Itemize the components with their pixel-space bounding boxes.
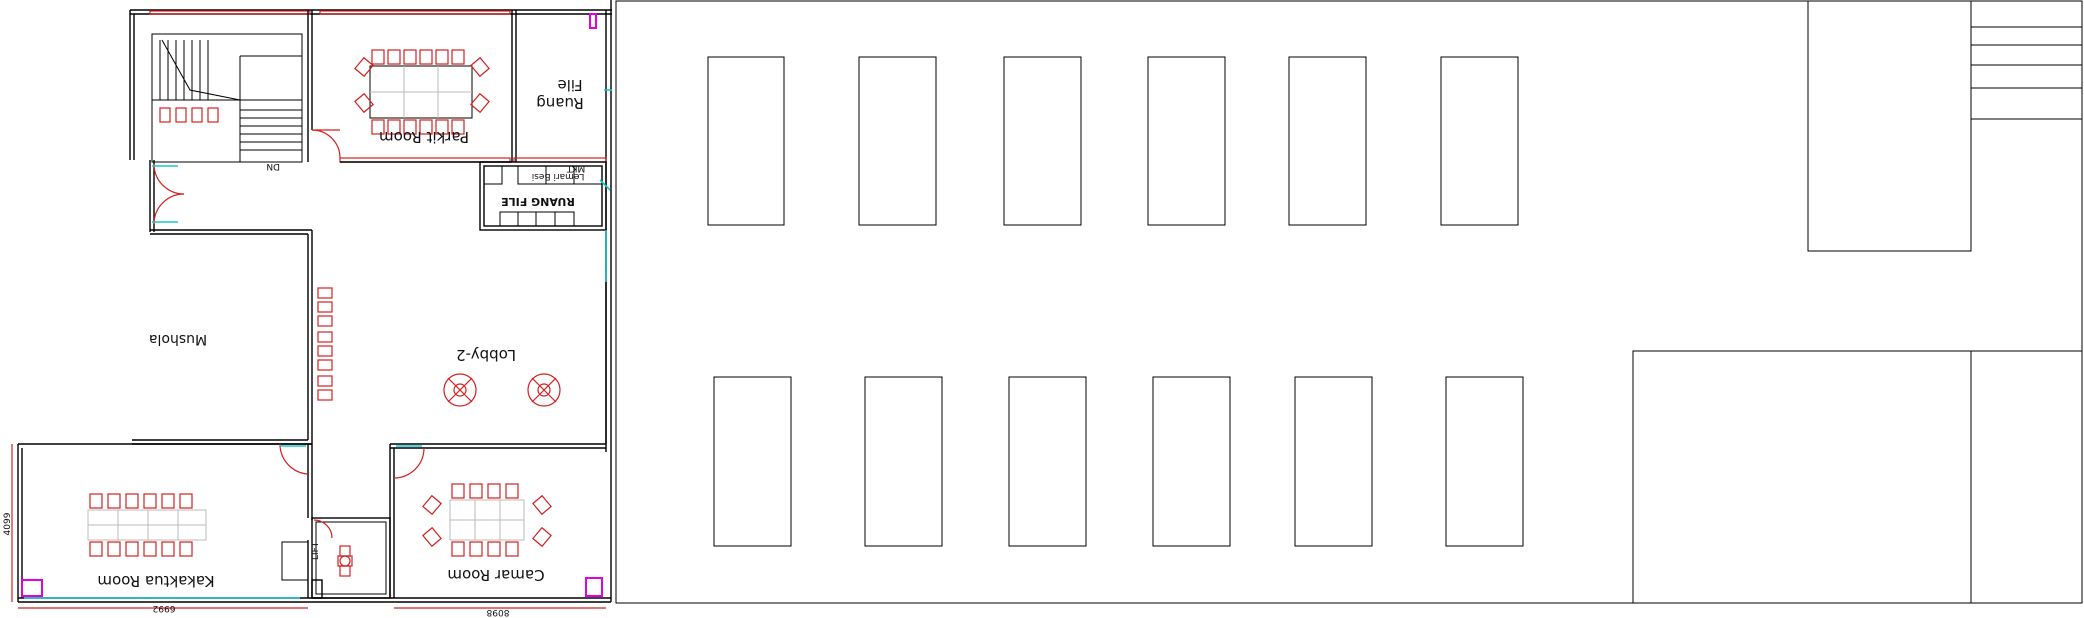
camar-table xyxy=(449,499,525,541)
parkit-chairs xyxy=(354,49,490,135)
lemari-label-1: Lemari Besi xyxy=(532,171,585,181)
parking-slot xyxy=(1445,376,1524,547)
dim-left-height: 4099 xyxy=(3,512,13,535)
mushola-chairs xyxy=(317,287,333,401)
parking-slot xyxy=(1294,376,1373,547)
ruang-file-room: Ruang File xyxy=(513,13,607,163)
lobby-2: Lobby-2 xyxy=(443,89,612,407)
parking-slots-bottom xyxy=(713,376,1524,547)
dim-left-width: 6992 xyxy=(153,603,176,613)
parking-slot xyxy=(707,56,785,226)
camar-room: Camar Room xyxy=(389,443,606,598)
ruang-file-bold-label: RUANG FILE xyxy=(501,195,575,208)
kakaktua-room-label: Kakaktua Room xyxy=(97,572,214,590)
parking-slot xyxy=(1288,56,1367,226)
parkit-room: Parkit Room xyxy=(307,10,517,163)
top-right-stair-block xyxy=(1970,0,2083,120)
parking-layout xyxy=(615,0,2083,604)
parking-slot xyxy=(1147,56,1226,226)
kakaktua-chairs xyxy=(89,493,193,557)
stair-chairs xyxy=(159,107,219,123)
parking-slot xyxy=(1152,376,1231,547)
kakaktua-room: Kakaktua Room xyxy=(18,443,313,599)
lobby-round-table-2 xyxy=(527,373,561,407)
ruang-file-label-2: File xyxy=(557,76,582,94)
kakaktua-table xyxy=(87,509,207,541)
ruang-file-label-1: Ruang xyxy=(536,94,583,112)
left-floor-plan: DN xyxy=(3,0,612,617)
lobby-round-table-1 xyxy=(443,373,477,407)
ruang-file-storage: Lemari Besi MKT RUANG FILE xyxy=(479,161,607,231)
bottom-right-corner-block xyxy=(1970,350,2083,604)
parking-slot xyxy=(1003,56,1082,226)
parking-slot xyxy=(1440,56,1519,226)
stair-dn-label: DN xyxy=(266,161,280,171)
parking-slot xyxy=(858,56,937,226)
lift-core: LIFT xyxy=(311,517,391,599)
parkit-table xyxy=(369,65,473,119)
lift-chairs xyxy=(337,545,353,577)
parking-slots-top xyxy=(707,56,1519,226)
corridor-walls xyxy=(132,160,607,445)
mushola-room: Mushola xyxy=(149,287,333,401)
parking-slot xyxy=(864,376,943,547)
staircase: DN xyxy=(151,33,303,171)
dim-camar-width: 8098 xyxy=(486,607,509,617)
exterior-walls xyxy=(17,0,612,603)
dimension-lines: 6992 8098 4099 xyxy=(3,444,606,617)
parking-structures xyxy=(1632,0,2083,604)
top-right-block xyxy=(1807,0,1972,252)
bottom-right-block xyxy=(1632,350,1972,604)
parkit-room-label: Parkit Room xyxy=(379,128,469,146)
parking-slot xyxy=(1008,376,1087,547)
lift-dim-label: LIFT xyxy=(311,541,321,560)
camar-room-label: Camar Room xyxy=(447,566,544,584)
lemari-label-2: MKT xyxy=(566,163,585,173)
parking-outline xyxy=(615,0,2083,604)
parking-slot xyxy=(713,376,792,547)
camar-chairs xyxy=(422,483,552,557)
lobby-label: Lobby-2 xyxy=(456,346,516,364)
mushola-label: Mushola xyxy=(149,331,207,347)
